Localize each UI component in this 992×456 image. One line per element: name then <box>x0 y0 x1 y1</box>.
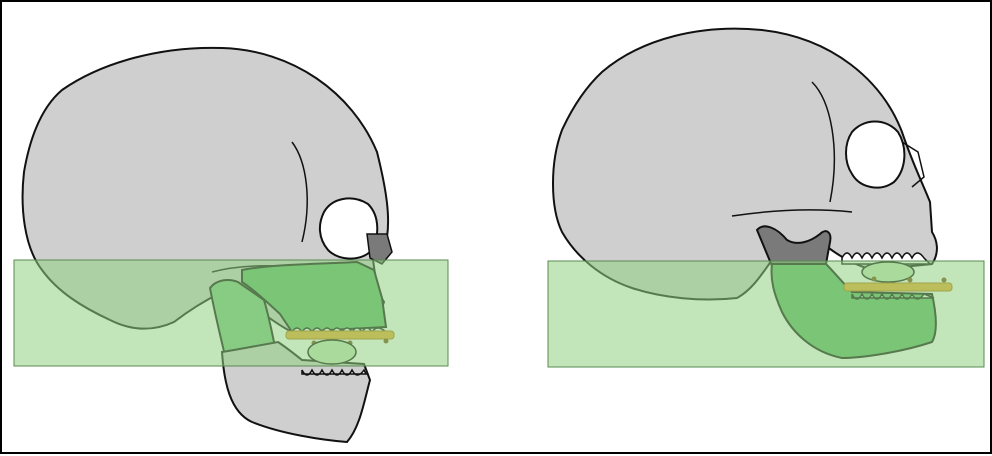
right-orbit <box>846 122 904 188</box>
right-band <box>548 261 984 367</box>
left-skull <box>23 48 394 442</box>
left-band <box>14 260 448 366</box>
